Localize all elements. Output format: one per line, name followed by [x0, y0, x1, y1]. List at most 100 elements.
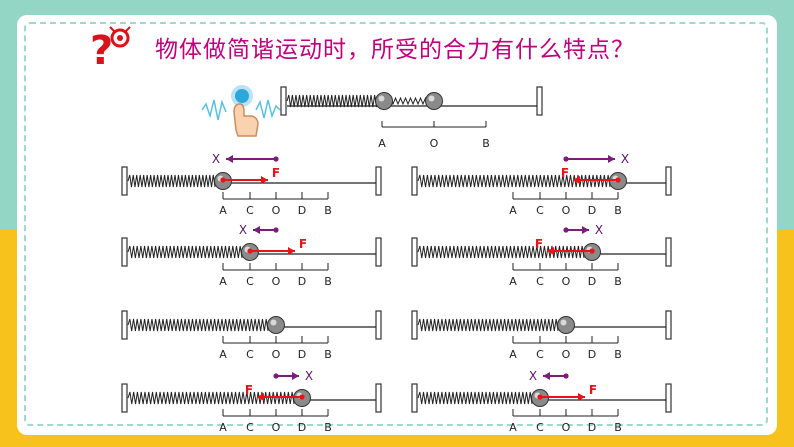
panel-right-wall	[665, 237, 672, 267]
panel-scale-label: A	[509, 275, 517, 288]
panel-scale-label: C	[536, 204, 544, 217]
panel-scale-label: B	[324, 348, 332, 361]
panel-scale-label: A	[509, 204, 517, 217]
force-label: F	[272, 166, 280, 180]
ball-highlight	[270, 319, 277, 326]
ball-highlight	[378, 95, 385, 102]
displacement-arrow	[543, 372, 569, 380]
arrow-origin-dot	[615, 177, 621, 183]
panel-left-wall	[411, 237, 418, 267]
force-arrow	[547, 247, 595, 255]
panel-scale-label: C	[536, 348, 544, 361]
top-ball	[425, 92, 443, 110]
wall-plate	[411, 310, 418, 340]
arrow-head	[543, 372, 550, 380]
arrow-head	[292, 372, 299, 380]
top-right-wall	[536, 86, 543, 116]
force-label: F	[561, 166, 569, 180]
panel-scale-label: B	[614, 348, 622, 361]
top-spring-tail	[387, 96, 429, 106]
arrow-origin-dot	[247, 248, 253, 254]
wall-plate	[375, 383, 382, 413]
panel-scale-label: C	[246, 421, 254, 434]
displacement-label: X	[212, 152, 220, 166]
panel-scale-label: A	[509, 421, 517, 434]
arrow-head	[608, 155, 615, 163]
arrow-head	[288, 247, 295, 255]
panel-spring	[127, 318, 269, 332]
wall-plate	[280, 86, 287, 116]
wall-plate	[121, 383, 128, 413]
panel-left-wall	[411, 310, 418, 340]
panel-scale-label: B	[324, 204, 332, 217]
panel-scale-label: O	[562, 421, 571, 434]
panel-ball	[557, 316, 575, 334]
panel-scale-label: D	[588, 204, 596, 217]
wall-plate	[121, 237, 128, 267]
panel-scale-label: D	[588, 275, 596, 288]
wall-plate	[121, 166, 128, 196]
arrow-head	[578, 393, 585, 401]
panel-left-wall	[411, 383, 418, 413]
panel-scale-label: O	[562, 204, 571, 217]
arrow-origin-dot	[273, 373, 279, 379]
panel-scale-label: O	[272, 204, 281, 217]
arrow-origin-dot	[299, 394, 305, 400]
arrow-head	[582, 226, 589, 234]
displacement-arrow	[563, 155, 615, 163]
arrow-origin-dot	[563, 156, 569, 162]
panel-scale-label: A	[219, 275, 227, 288]
panel-spring	[417, 391, 533, 405]
top-scale-label: A	[378, 137, 386, 150]
wall-plate	[665, 237, 672, 267]
arrow-origin-dot	[537, 394, 543, 400]
panel-scale-label: A	[219, 421, 227, 434]
arrow-origin-dot	[220, 177, 226, 183]
wall-plate	[375, 166, 382, 196]
panel-right-wall	[375, 383, 382, 413]
panel-left-wall	[121, 383, 128, 413]
panel-right-wall	[375, 310, 382, 340]
panel-spring	[127, 174, 216, 188]
panel-right-wall	[375, 237, 382, 267]
panel-scale-label: D	[588, 348, 596, 361]
displacement-label: X	[529, 369, 537, 383]
arrow-head	[253, 226, 260, 234]
page-title: 物体做简谐运动时，所受的合力有什么特点？	[155, 37, 635, 63]
wall-plate	[536, 86, 543, 116]
panel-ball	[267, 316, 285, 334]
panel-left-wall	[121, 237, 128, 267]
panel-scale-label: D	[298, 275, 306, 288]
panel-scale-label: O	[272, 421, 281, 434]
pointing-hand-icon[interactable]	[200, 82, 282, 138]
panel-scale-label: B	[614, 275, 622, 288]
force-arrow	[220, 176, 268, 184]
force-arrow	[257, 393, 305, 401]
top-spring	[286, 94, 381, 108]
arrow-origin-dot	[273, 227, 279, 233]
panel-scale-label: C	[246, 275, 254, 288]
ball-body	[375, 92, 393, 110]
force-label: F	[535, 237, 543, 251]
panel-scale-label: C	[536, 421, 544, 434]
wall-plate	[665, 310, 672, 340]
panel-spring	[127, 245, 243, 259]
panel-left-wall	[411, 166, 418, 196]
panel-scale-label: D	[298, 348, 306, 361]
force-label: F	[299, 237, 307, 251]
top-scale-label: B	[482, 137, 490, 150]
arrow-origin-dot	[273, 156, 279, 162]
force-label: F	[245, 383, 253, 397]
panel-right-wall	[665, 310, 672, 340]
displacement-arrow	[273, 372, 299, 380]
panel-spring	[417, 174, 611, 188]
ball-body	[557, 316, 575, 334]
panel-scale-label: D	[298, 204, 306, 217]
